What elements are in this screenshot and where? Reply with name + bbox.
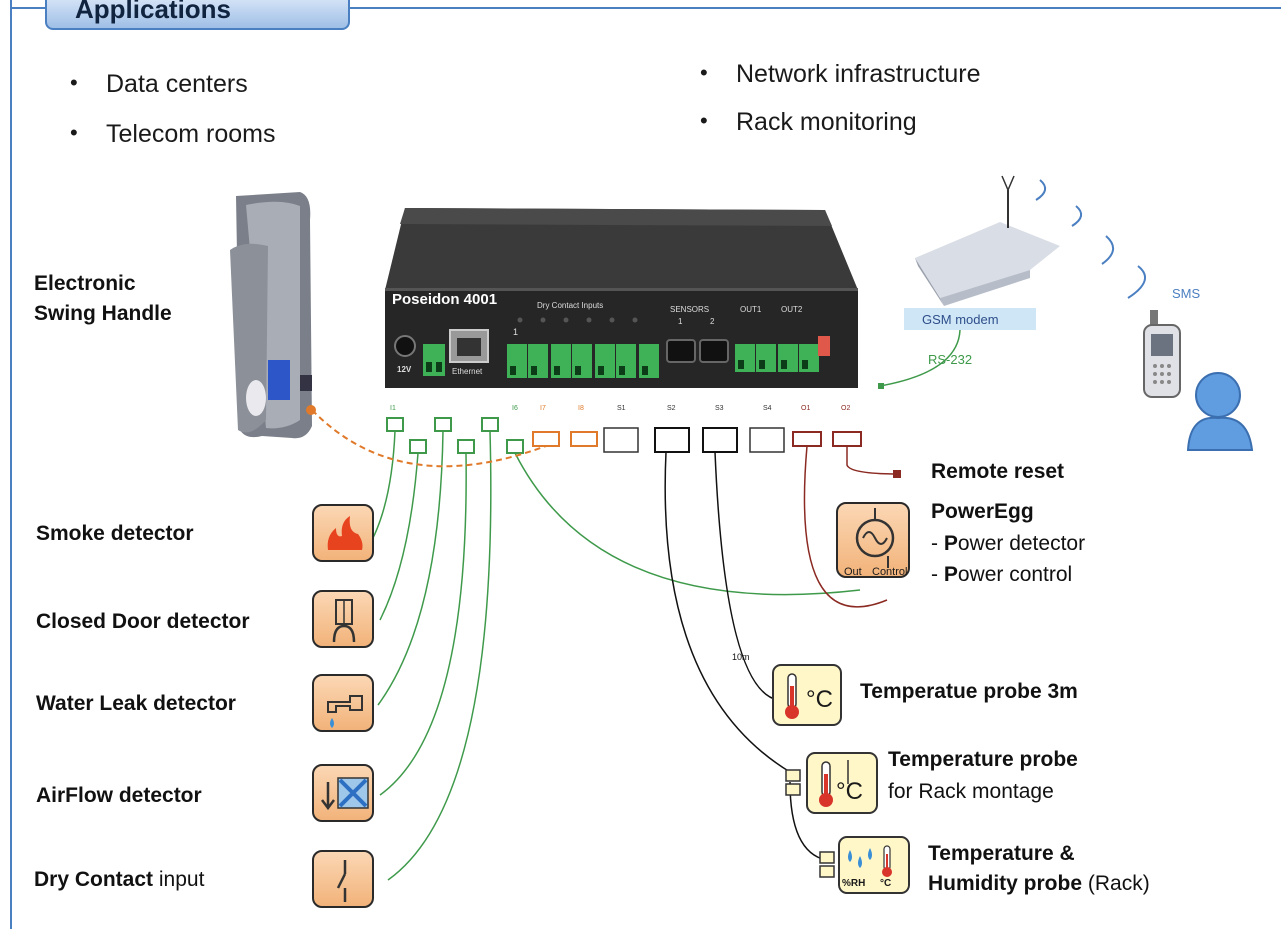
application-item: Network infrastructure [700,60,980,89]
degree-celsius: °C [806,686,833,713]
sensor-1-label: 1 [678,317,683,326]
rh-label: %RH [842,878,866,889]
frame-border-top [10,7,1281,9]
frame-border-left [10,0,12,929]
rack-probe-label-line1: Temperature probe [888,748,1078,771]
smoke-detector-label: Smoke detector [36,522,194,545]
port-label: O2 [841,405,850,412]
dry-contact-input-icon [312,850,374,908]
rack-probe-label-line2: for Rack montage [888,780,1054,803]
power-control-label: - Power control [931,563,1073,586]
port-connectors [386,417,862,454]
power-sine-icon [855,508,895,568]
application-item: Rack monitoring [700,108,917,137]
sms-label: SMS [1172,286,1201,301]
port-label: I1 [390,405,396,412]
output-wires [803,445,901,608]
ethernet-label: Ethernet [452,367,483,376]
degree-celsius: °C [836,778,863,805]
dry-contact-inputs-label: Dry Contact Inputs [537,301,603,310]
poweregg-label: PowerEgg [931,500,1034,523]
rack-connector-icon [819,851,835,878]
temperature-humidity-probe-icon [838,836,910,894]
sensor-2-label: 2 [710,317,715,326]
radio-waves [1035,179,1147,299]
smoke-detector-icon [312,504,374,562]
fan-icon [321,777,369,811]
gsm-modem-label-box [904,308,1036,330]
out2-label: OUT2 [781,305,803,314]
rs232-cable [879,329,961,387]
airflow-detector-label: AirFlow detector [36,784,202,807]
gsm-modem-label: GSM modem [922,312,999,327]
temperature-probe-3m-icon [772,664,842,726]
port-label: S3 [715,405,724,412]
port-label: I8 [578,405,584,412]
poweregg-icon [836,502,910,578]
gsm-modem-device [915,175,1060,306]
power-jack-label: 12V [397,365,412,374]
handle-label-line2: Swing Handle [34,302,172,325]
humidity-probe-label-line2: Humidity probe (Rack) [928,872,1150,895]
degree-label: °C [880,878,892,889]
rs232-label: RS-232 [928,352,972,367]
rack-connector-icon [785,769,801,796]
cable-length-label: 10m [732,652,750,662]
swing-handle [230,192,316,439]
door-icon [332,599,356,643]
sensors-label: SENSORS [670,305,709,314]
poweregg-out-label: Out [844,566,862,578]
poseidon-device [385,208,858,388]
closed-door-detector-label: Closed Door detector [36,610,250,633]
humidity-thermometer-icon [848,845,892,877]
fire-icon [327,516,363,550]
temperature-probe-rack-icon [806,752,878,814]
closed-door-detector-icon [312,590,374,648]
application-item: Data centers [70,70,248,99]
switch-icon [336,860,347,902]
thermometer-icon [785,673,799,719]
dry-contact-input-label: Dry Contact input [34,868,204,892]
device-name: Poseidon 4001 [392,291,497,308]
mobile-phone-icon [1143,310,1181,398]
section-title-tab: Applications [45,0,350,30]
humidity-probe-label-line1: Temperature & [928,842,1075,865]
port-label: O1 [801,405,810,412]
water-leak-detector-label: Water Leak detector [36,692,236,715]
port-label: I6 [512,405,518,412]
dry-contact-rest: input [153,868,205,891]
airflow-detector-icon [312,764,374,822]
port-label: S2 [667,405,676,412]
port-label: I7 [540,405,546,412]
port-label: S4 [763,405,772,412]
port-labels: I1 I6 I7 I8 S1 S2 S3 S4 O1 O2 [390,405,850,412]
water-tap-icon [327,695,363,728]
handle-label-line1: Electronic [34,272,136,295]
application-item: Telecom rooms [70,120,275,149]
poweregg-control-label: Control [872,566,908,578]
out1-label: OUT1 [740,305,762,314]
remote-reset-label: Remote reset [931,460,1065,483]
input-one-label: 1 [513,327,518,337]
handle-wire [311,409,547,468]
user-icon [1186,372,1254,451]
detector-wires [371,430,861,881]
water-leak-detector-icon [312,674,374,732]
thermometer-icon [819,760,849,807]
temperature-probe-3m-label: Temperatue probe 3m [860,680,1078,703]
port-label: S1 [617,405,626,412]
power-detector-label: - Power detector [931,532,1086,555]
dry-contact-bold: Dry Contact [34,868,154,891]
